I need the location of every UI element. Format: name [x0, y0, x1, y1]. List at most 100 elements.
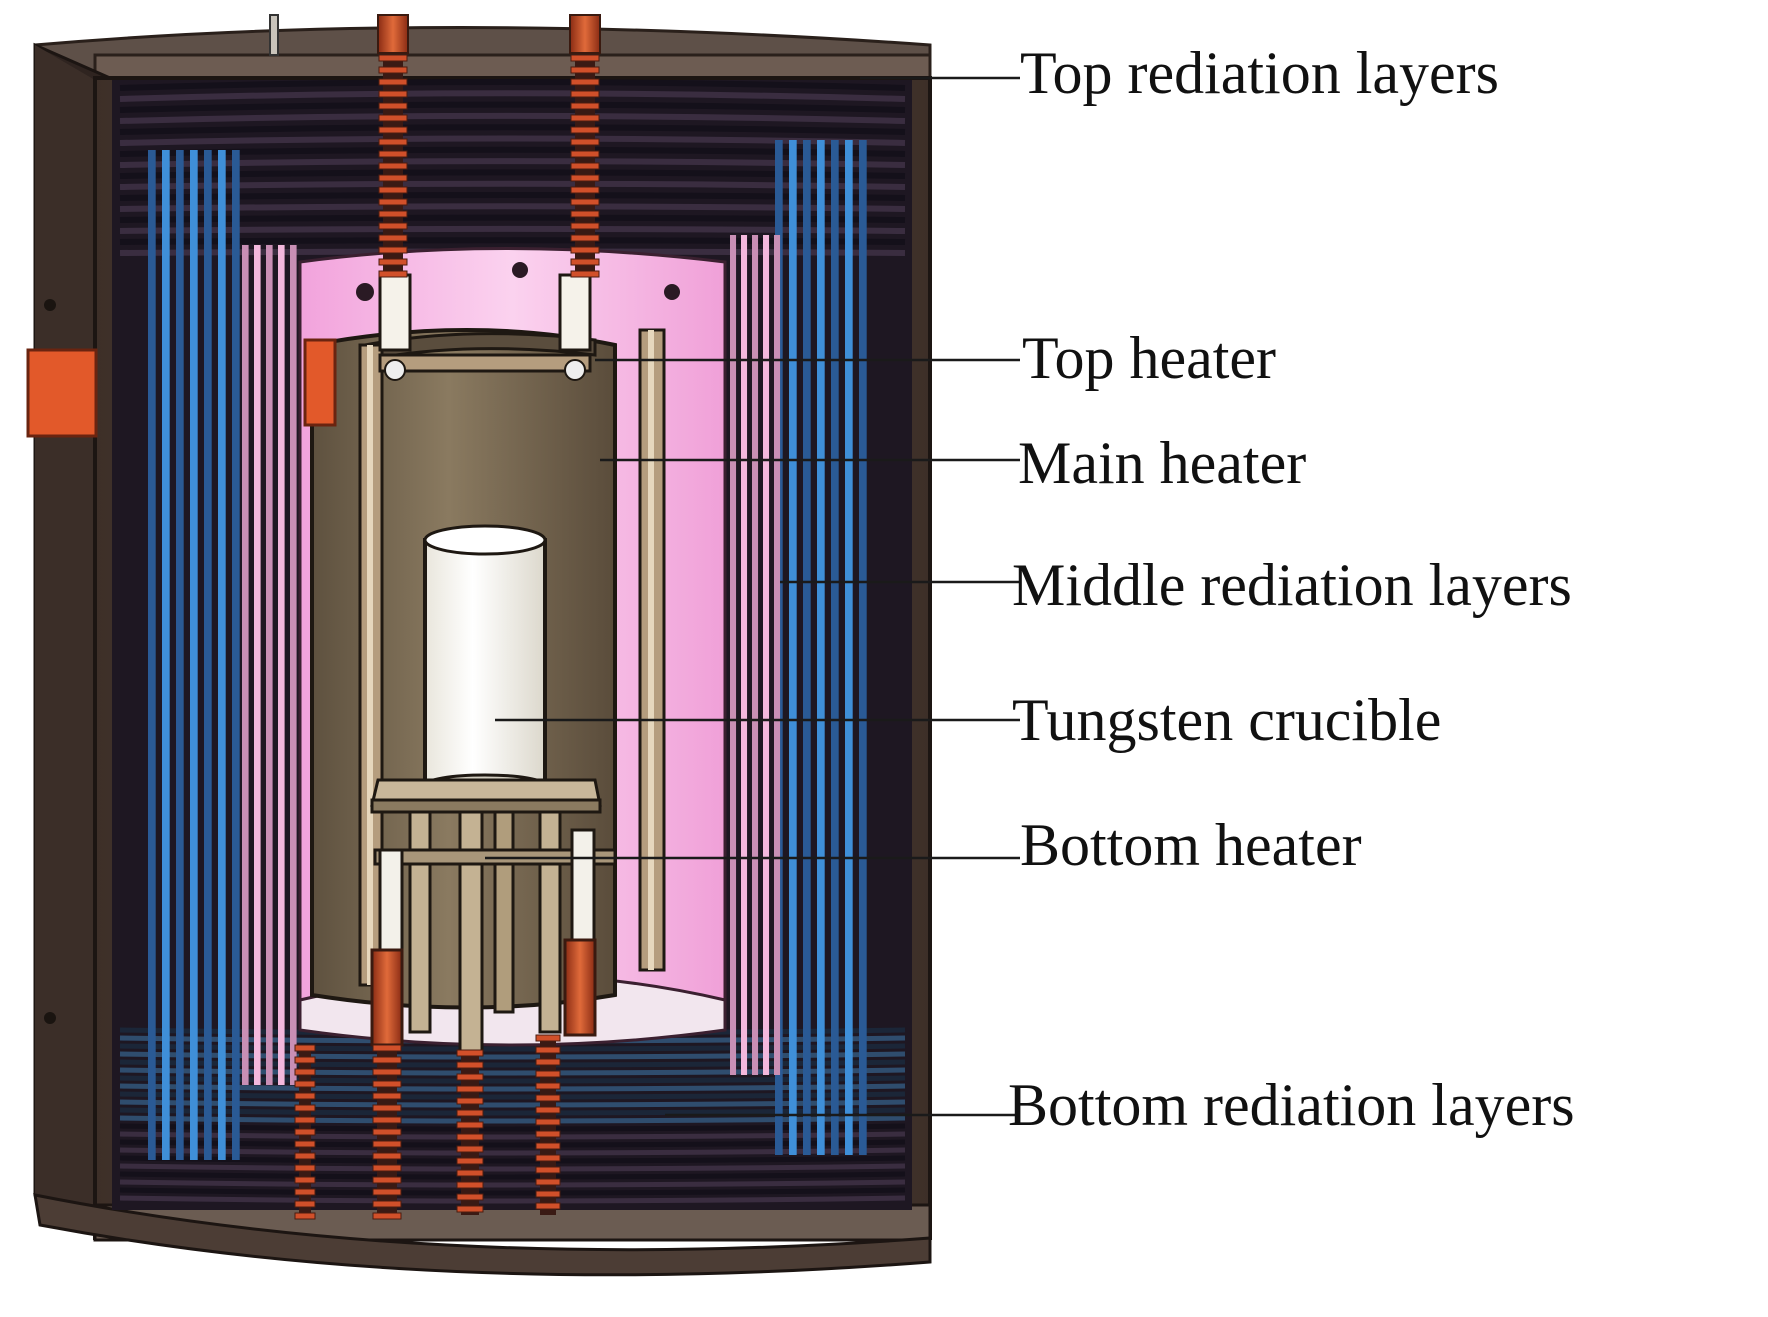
- middle-radiation-layers-right: [730, 235, 781, 1075]
- bottom-center-coil-turn: [456, 1181, 484, 1189]
- pink-plate: [242, 245, 249, 1085]
- bottom-mid-coil-turn: [535, 1094, 561, 1102]
- bottom-outer-coil-turn: [294, 1068, 316, 1076]
- top-feedthroughs: [269, 14, 601, 278]
- bottom-outer-coil-turn: [294, 1044, 316, 1052]
- bottom-outer-coil-turn: [294, 1116, 316, 1124]
- top-right-coil-turn: [570, 138, 600, 146]
- top-left-coil-turn: [378, 102, 408, 110]
- blue-plate: [803, 140, 811, 1155]
- top-radiation-plate: [119, 101, 906, 113]
- top-left-coil-turn: [378, 210, 408, 218]
- bottom-left-coil-turn: [372, 1092, 402, 1100]
- pink-plate: [290, 245, 297, 1085]
- bottom-outer-coil-turn: [294, 1164, 316, 1172]
- bottom-outer-coil-turn: [294, 1092, 316, 1100]
- bottom-outer-coil-turn: [294, 1188, 316, 1196]
- bottom-left-coil-turn: [372, 1128, 402, 1136]
- bottom-left-coil-turn: [372, 1164, 402, 1172]
- bottom-radiation-plate: [119, 1195, 906, 1204]
- top-right-coil-turn: [570, 102, 600, 110]
- blue-plate: [176, 150, 184, 1160]
- bottom-mid-coil-turn: [535, 1202, 561, 1210]
- top-left-coil-turn: [378, 186, 408, 194]
- bottom-center-coil-turn: [456, 1049, 484, 1057]
- bottom-center-coil-turn: [456, 1121, 484, 1129]
- top-right-coil-turn: [570, 174, 600, 182]
- bottom-mid-coil-turn: [535, 1058, 561, 1066]
- blue-plate: [859, 140, 867, 1155]
- bottom-left-coil-turn: [372, 1080, 402, 1088]
- top-left-coil-turn: [378, 162, 408, 170]
- top-right-coil-turn: [570, 150, 600, 158]
- top-left-coil-turn: [378, 90, 408, 98]
- bottom-mid-coil-turn: [535, 1178, 561, 1186]
- top-radiation-plate: [119, 79, 906, 91]
- top-left-coil-turn: [378, 150, 408, 158]
- blue-plate: [232, 150, 240, 1160]
- bottom-left-coil-turn: [372, 1104, 402, 1112]
- top-left-coil-turn: [378, 198, 408, 206]
- top-right-coil-turn: [570, 258, 600, 266]
- bottom-left-coil-turn: [372, 1212, 402, 1220]
- top-right-coil-turn: [570, 66, 600, 74]
- blue-plate: [162, 150, 170, 1160]
- bottom-radiation-plate: [119, 1187, 906, 1196]
- bottom-mid-coil-turn: [535, 1106, 561, 1114]
- blue-radiation-layers-left: [148, 150, 240, 1160]
- top-radiation-plate: [119, 90, 906, 102]
- top-right-coil-turn: [570, 186, 600, 194]
- bottom-outer-coil-turn: [294, 1056, 316, 1064]
- bottom-left-coil-turn: [372, 1116, 402, 1124]
- label-tungsten-crucible: Tungsten crucible: [1012, 687, 1441, 753]
- top-right-coil-turn: [570, 162, 600, 170]
- label-bottom-radiation-layers: Bottom rediation layers: [1008, 1072, 1575, 1138]
- bottom-outer-coil-turn: [294, 1176, 316, 1184]
- pink-plate: [266, 245, 273, 1085]
- bottom-center-coil-turn: [456, 1085, 484, 1093]
- blue-plate: [218, 150, 226, 1160]
- bottom-center-coil-turn: [456, 1061, 484, 1069]
- bottom-center-coil-turn: [456, 1073, 484, 1081]
- bottom-mid-coil-turn: [535, 1034, 561, 1042]
- bottom-radiation-plate: [119, 1163, 906, 1172]
- bottom-left-coil-turn: [372, 1200, 402, 1208]
- top-left-coil-turn: [378, 138, 408, 146]
- bottom-mid-coil-turn: [535, 1070, 561, 1078]
- bottom-radiation-plate: [119, 1171, 906, 1180]
- top-right-coil-turn: [570, 126, 600, 134]
- blue-plate: [789, 140, 797, 1155]
- top-right-coil-turn: [570, 90, 600, 98]
- bottom-outer-coil-turn: [294, 1152, 316, 1160]
- top-left-coil-turn: [378, 174, 408, 182]
- bottom-left-coil-turn: [372, 1152, 402, 1160]
- bottom-mid-coil-turn: [535, 1082, 561, 1090]
- bottom-outer-coil-turn: [294, 1104, 316, 1112]
- top-right-coil-turn: [570, 234, 600, 242]
- bottom-left-coil-turn: [372, 1056, 402, 1064]
- blue-plate: [148, 150, 156, 1160]
- pink-plate: [741, 235, 748, 1075]
- bottom-mid-coil-turn: [535, 1166, 561, 1174]
- bottom-center-coil-turn: [456, 1193, 484, 1201]
- bottom-outer-coil-turn: [294, 1200, 316, 1208]
- bottom-center-coil-turn: [456, 1169, 484, 1177]
- bottom-radiation-plate: [119, 1179, 906, 1188]
- blue-plate: [817, 140, 825, 1155]
- bottom-left-coil-turn: [372, 1188, 402, 1196]
- bottom-left-coil-turn: [372, 1044, 402, 1052]
- top-right-coil-turn: [570, 270, 600, 278]
- bottom-outer-coil-turn: [294, 1212, 316, 1220]
- label-bottom-heater: Bottom heater: [1020, 812, 1362, 878]
- top-right-coil-turn: [570, 78, 600, 86]
- label-main-heater: Main heater: [1018, 430, 1306, 496]
- top-left-coil-turn: [378, 126, 408, 134]
- top-left-coil-turn: [378, 234, 408, 242]
- bottom-outer-coil-turn: [294, 1140, 316, 1148]
- bottom-mid-coil-turn: [535, 1130, 561, 1138]
- top-right-coil-turn: [570, 54, 600, 62]
- middle-radiation-layers-left: [242, 245, 297, 1085]
- label-top-radiation-layers: Top rediation layers: [1020, 40, 1499, 106]
- pink-plate: [254, 245, 261, 1085]
